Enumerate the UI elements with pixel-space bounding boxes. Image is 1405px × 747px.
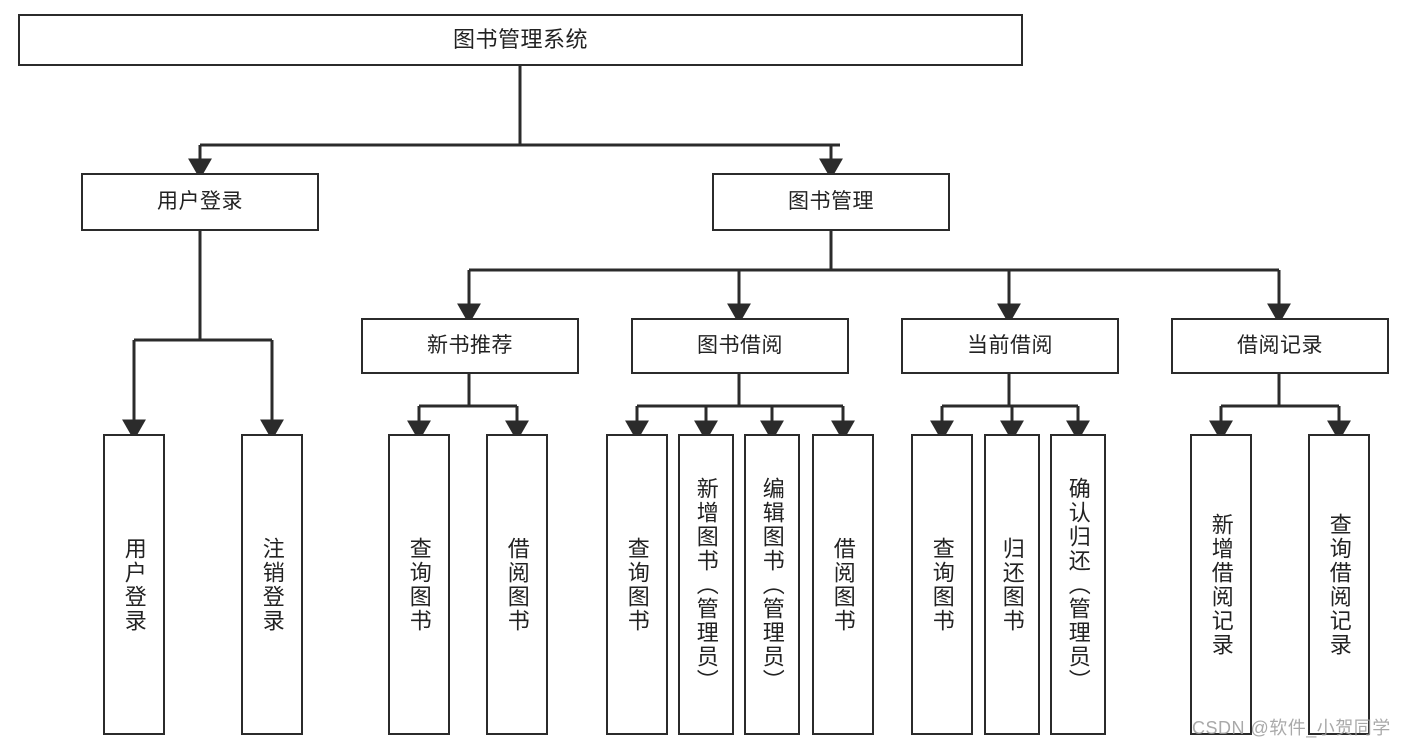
node-leaf-query-book-recommend[interactable]: 查询图书 — [388, 434, 450, 735]
node-leaf-return-book-label: 归还图书 — [999, 536, 1025, 633]
node-leaf-add-borrow-record[interactable]: 新增借阅记录 — [1190, 434, 1252, 735]
node-current-borrow-label: 当前借阅 — [967, 333, 1053, 357]
node-leaf-borrow-book-label: 借阅图书 — [830, 536, 856, 633]
node-leaf-add-book-admin[interactable]: 新增图书（管理员） — [678, 434, 734, 735]
node-book-manage[interactable]: 图书管理 — [712, 173, 950, 231]
node-leaf-edit-book-admin-label: 编辑图书（管理员） — [759, 476, 785, 693]
node-leaf-confirm-return-admin-label: 确认归还（管理员） — [1065, 476, 1091, 693]
node-leaf-confirm-return-admin[interactable]: 确认归还（管理员） — [1050, 434, 1106, 735]
node-leaf-query-book-borrow[interactable]: 查询图书 — [606, 434, 668, 735]
node-current-borrow[interactable]: 当前借阅 — [901, 318, 1119, 374]
node-leaf-query-book-recommend-label: 查询图书 — [406, 536, 432, 633]
node-root-label: 图书管理系统 — [452, 27, 588, 53]
node-leaf-user-logout[interactable]: 注销登录 — [241, 434, 303, 735]
node-leaf-return-book[interactable]: 归还图书 — [984, 434, 1040, 735]
node-new-book-recommend-label: 新书推荐 — [427, 333, 513, 357]
node-leaf-edit-book-admin[interactable]: 编辑图书（管理员） — [744, 434, 800, 735]
node-leaf-user-login-label: 用户登录 — [121, 536, 147, 633]
node-leaf-user-logout-label: 注销登录 — [259, 536, 285, 633]
node-leaf-borrow-book-recommend[interactable]: 借阅图书 — [486, 434, 548, 735]
node-root[interactable]: 图书管理系统 — [18, 14, 1023, 66]
node-leaf-query-book-current-label: 查询图书 — [929, 536, 955, 633]
node-leaf-user-login[interactable]: 用户登录 — [103, 434, 165, 735]
node-borrow-record-label: 借阅记录 — [1237, 333, 1323, 357]
node-leaf-borrow-book-recommend-label: 借阅图书 — [504, 536, 530, 633]
node-book-borrow[interactable]: 图书借阅 — [631, 318, 849, 374]
node-user-login[interactable]: 用户登录 — [81, 173, 319, 231]
node-leaf-query-book-borrow-label: 查询图书 — [624, 536, 650, 633]
node-leaf-query-book-current[interactable]: 查询图书 — [911, 434, 973, 735]
node-borrow-record[interactable]: 借阅记录 — [1171, 318, 1389, 374]
node-leaf-query-borrow-record[interactable]: 查询借阅记录 — [1308, 434, 1370, 735]
node-book-borrow-label: 图书借阅 — [697, 333, 783, 357]
node-leaf-add-book-admin-label: 新增图书（管理员） — [693, 476, 719, 693]
watermark: CSDN @软件_小贺同学 — [1192, 718, 1391, 738]
node-leaf-add-borrow-record-label: 新增借阅记录 — [1208, 512, 1234, 657]
node-user-login-label: 用户登录 — [157, 189, 243, 213]
node-leaf-query-borrow-record-label: 查询借阅记录 — [1326, 512, 1352, 657]
node-leaf-borrow-book[interactable]: 借阅图书 — [812, 434, 874, 735]
node-book-manage-label: 图书管理 — [788, 189, 874, 213]
node-new-book-recommend[interactable]: 新书推荐 — [361, 318, 579, 374]
